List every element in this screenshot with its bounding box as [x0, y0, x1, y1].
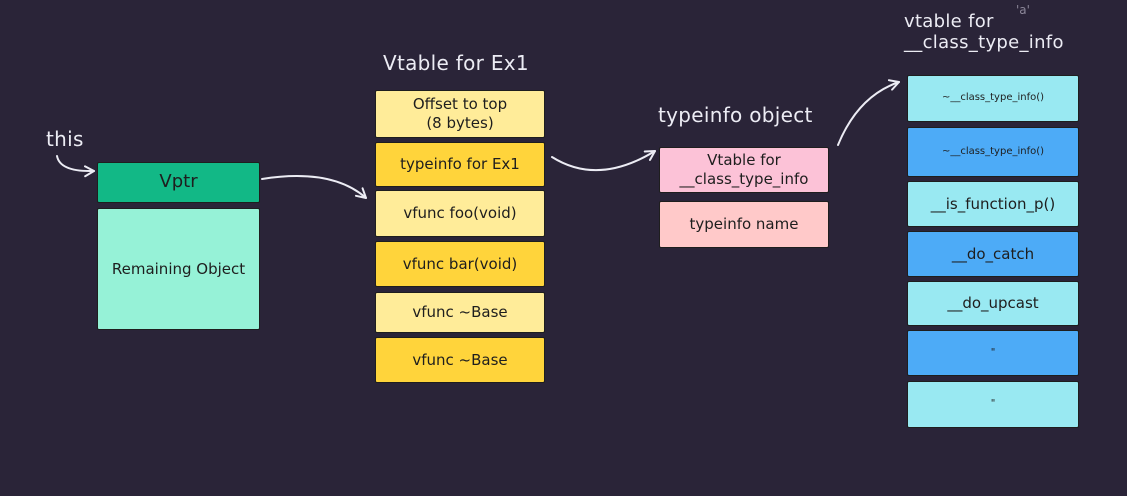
vtable-entry-typeinfo: typeinfo for Ex1	[375, 142, 545, 187]
vtable-entry-foo: vfunc foo(void)	[375, 190, 545, 237]
arrow-typeinfo-to-typeinfo-object	[551, 150, 656, 172]
vtable-entry-offset: Offset to top (8 bytes)	[375, 90, 545, 138]
remaining-object-box: Remaining Object	[97, 208, 260, 330]
typeinfo-entry-sublabel: __class_type_info	[679, 170, 809, 188]
vtable-entry-bar: vfunc bar(void)	[375, 241, 545, 287]
class-vtable-entry-do-upcast: __do_upcast	[907, 281, 1079, 326]
class-vtable-title-line: __class_type_info	[904, 31, 1064, 53]
class-vtable-entry-label: ~__class_type_info()	[941, 145, 1045, 157]
vtable-title: Vtable for Ex1	[383, 51, 529, 75]
vtable-entry-sublabel: (8 bytes)	[426, 114, 494, 132]
vtable-entry-label: vfunc bar(void)	[402, 254, 518, 273]
class-vtable-entry-label: __do_catch	[951, 244, 1035, 263]
class-vtable-entry-do-catch: __do_catch	[907, 231, 1079, 277]
typeinfo-title: typeinfo object	[658, 103, 813, 127]
typeinfo-entry-label: Vtable for	[707, 151, 781, 170]
class-vtable-entry-dtor-1: ~__class_type_info()	[907, 75, 1079, 122]
vtable-entry-label: Offset to top	[412, 95, 508, 114]
arrow-typeinfo-object-to-class-vtable	[837, 79, 900, 146]
this-label: this	[46, 127, 84, 151]
class-vtable-entry-dtor-2: ~__class_type_info()	[907, 127, 1079, 177]
class-vtable-entry-ditto-1: "	[907, 330, 1079, 376]
vtable-entry-label: vfunc ~Base	[412, 303, 508, 322]
class-vtable-entry-label: "	[990, 398, 996, 410]
class-vtable-title: vtable for __class_type_info	[904, 11, 1064, 53]
scribble-mark: 'a'	[1016, 3, 1030, 17]
typeinfo-entry-label: typeinfo name	[689, 215, 799, 234]
typeinfo-vtable-pointer: Vtable for __class_type_info	[659, 147, 829, 193]
vtable-entry-base-dtor-2: vfunc ~Base	[375, 337, 545, 383]
typeinfo-name: typeinfo name	[659, 201, 829, 248]
vtable-entry-label: vfunc ~Base	[412, 350, 508, 369]
remaining-object-label: Remaining Object	[111, 259, 246, 278]
class-vtable-entry-is-function: __is_function_p()	[907, 181, 1079, 227]
vptr-label: Vptr	[159, 171, 198, 193]
arrow-this-to-vptr	[56, 155, 95, 178]
class-vtable-entry-label: "	[990, 346, 996, 358]
class-vtable-entry-label: __is_function_p()	[930, 194, 1056, 213]
class-vtable-entry-ditto-2: "	[907, 381, 1079, 428]
class-vtable-entry-label: __do_upcast	[947, 294, 1039, 313]
vtable-entry-label: vfunc foo(void)	[403, 204, 517, 223]
vtable-entry-label: typeinfo for Ex1	[400, 155, 520, 174]
vtable-entry-base-dtor-1: vfunc ~Base	[375, 292, 545, 333]
vptr-box: Vptr	[97, 162, 260, 203]
arrow-vptr-to-vtable	[261, 175, 367, 199]
class-vtable-title-line: vtable for	[904, 11, 994, 32]
class-vtable-entry-label: ~__class_type_info()	[941, 92, 1045, 104]
